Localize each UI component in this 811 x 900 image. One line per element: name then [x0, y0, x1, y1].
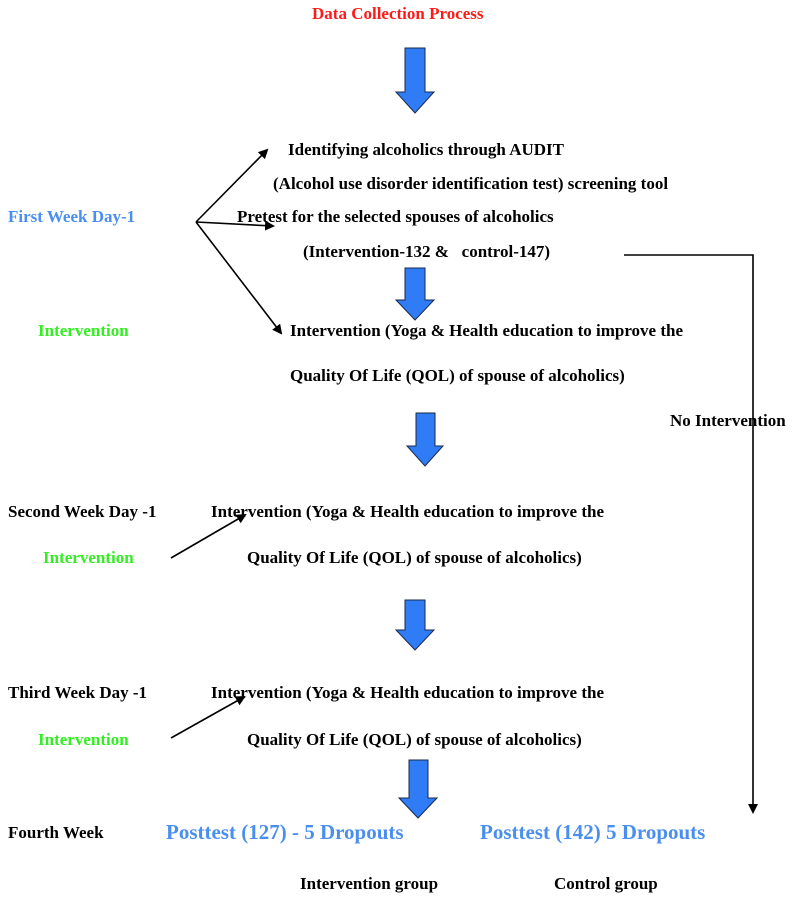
week3-label: Third Week Day -1 [8, 683, 148, 702]
block-arrow-down-5 [397, 759, 439, 819]
block-arrow-down-1 [394, 47, 436, 114]
step-identify-line2: (Alcohol use disorder identification tes… [273, 174, 669, 193]
week2-step-line2: Quality Of Life (QOL) of spouse of alcoh… [247, 548, 582, 567]
diagram-title: Data Collection Process [312, 4, 484, 23]
arrow-to-pretest [195, 220, 275, 231]
control-group-label: Control group [554, 874, 658, 893]
week3-intervention-label: Intervention [38, 730, 129, 749]
week3-step-line2: Quality Of Life (QOL) of spouse of alcoh… [247, 730, 582, 749]
week4-label: Fourth Week [8, 823, 104, 842]
week2-label: Second Week Day -1 [8, 502, 157, 521]
week1-intervention-label: Intervention [38, 321, 129, 340]
step-pretest-line2: (Intervention-132 & control-147) [303, 242, 551, 261]
week1-label: First Week Day-1 [8, 207, 136, 226]
block-arrow-down-3 [405, 412, 445, 467]
week1-step-intervention-line2: Quality Of Life (QOL) of spouse of alcoh… [290, 366, 625, 385]
posttest-control: Posttest (142) 5 Dropouts [480, 820, 706, 844]
step-identify-line1: Identifying alcoholics through AUDIT [288, 140, 564, 159]
control-branch-connector [624, 254, 758, 814]
block-arrow-down-2 [394, 267, 436, 321]
step-pretest-line1: Pretest for the selected spouses of alco… [237, 207, 554, 226]
block-arrow-down-4 [394, 599, 436, 651]
arrow-to-identify [195, 148, 269, 223]
arrow-to-intervention [195, 221, 283, 335]
intervention-group-label: Intervention group [300, 874, 439, 893]
week2-intervention-label: Intervention [43, 548, 134, 567]
week1-step-intervention-line1: Intervention (Yoga & Health education to… [290, 321, 684, 340]
arrow-week3-intervention [170, 696, 246, 739]
week3-step-line1: Intervention (Yoga & Health education to… [211, 683, 605, 702]
week2-step-line1: Intervention (Yoga & Health education to… [211, 502, 605, 521]
posttest-intervention: Posttest (127) - 5 Dropouts [166, 820, 404, 844]
arrow-week2-intervention [170, 513, 247, 559]
no-intervention-label: No Intervention [670, 411, 786, 430]
